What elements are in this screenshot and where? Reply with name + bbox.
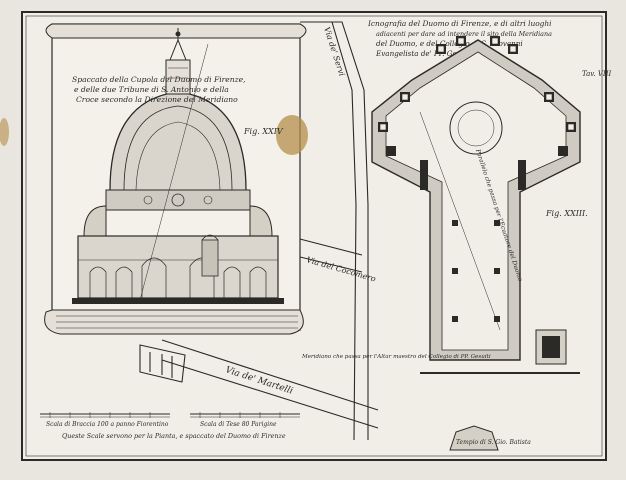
plate-number: Tav. VIII (582, 70, 611, 78)
dome-section (72, 28, 284, 304)
plan-caption-line1: Icnografia del Duomo di Firenze, e di al… (367, 19, 552, 28)
scale1-label: Scala di Braccia 100 a panno Fiorentino (46, 421, 169, 428)
street-network (139, 21, 379, 441)
paper-stain (276, 115, 308, 155)
bottom-note: Queste Scale servono per la Pianta, e sp… (62, 432, 286, 440)
scale-bars (40, 412, 300, 418)
plan-caption-line4: Evangelista de' PP. Gesuiti. (375, 49, 475, 58)
plan-caption-line3: del Duomo, e del Collegio di S. Giovanni (376, 39, 523, 48)
section-caption-line3: Croce secondo la Direzione del Meridiano (76, 95, 238, 104)
section-caption-line1: Spaccato della Cupola del Duomo di Firen… (72, 75, 246, 84)
cathedral-plan (371, 36, 581, 374)
baptistery-plan (449, 425, 499, 451)
fig-plan-label: Fig. XXIII. (545, 209, 588, 218)
scale2-label: Scala di Tese 80 Parigine (200, 421, 277, 428)
plan-caption-line2: adiacenti per dare ad intendere il sito … (376, 30, 552, 38)
section-caption-line2: e delle due Tribune di S. Antonio e dell… (74, 85, 229, 94)
baptistery-label: Tempio di S. Gio. Batista (456, 439, 531, 446)
meridian-line-label: Meridiano che passa per l'Altar maestro … (301, 354, 491, 360)
fig-section-label: Fig. XXIV (243, 127, 284, 136)
